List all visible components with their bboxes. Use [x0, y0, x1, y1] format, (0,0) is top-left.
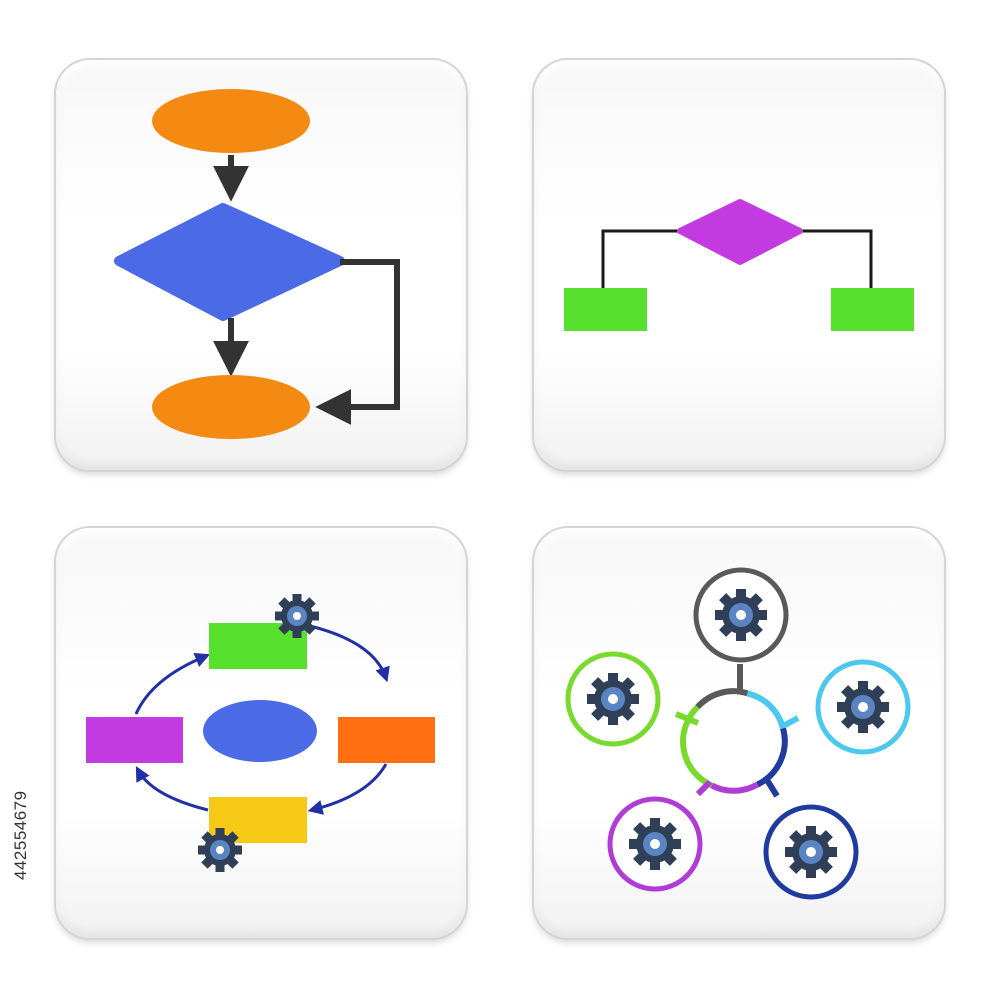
gear-icon [837, 681, 889, 733]
cycle-arrow-top-left [134, 653, 211, 715]
right-process-box [338, 717, 435, 763]
decision-tree-icon [564, 199, 914, 331]
end-terminal [152, 375, 310, 439]
gear-icon [275, 594, 319, 638]
gear-icon [198, 828, 242, 872]
hub-segment-purple [710, 781, 759, 794]
hub-segment-navy [756, 727, 788, 788]
process-cycle-icon-tile [56, 528, 466, 938]
start-terminal [152, 89, 310, 153]
gear-icon [715, 589, 767, 641]
right-result-box [831, 288, 914, 331]
gear-icon [587, 673, 639, 725]
hub-segment-gray [695, 688, 749, 710]
flowchart-icon [114, 89, 400, 439]
connector-left [674, 711, 700, 726]
flowchart-icon-tile [56, 60, 466, 470]
gear-icon [629, 818, 681, 870]
center-ellipse [203, 700, 317, 762]
stock-image-id: 442554679 [11, 790, 30, 880]
gear-hub-icon-tile [534, 528, 944, 938]
decision-diamond [114, 203, 345, 321]
left-result-box [564, 288, 647, 331]
hub-segment-cyan [746, 690, 786, 730]
connector-right [783, 715, 800, 728]
right-branch-line [799, 229, 873, 288]
connector-lower-right [764, 778, 780, 798]
gear-icon [785, 826, 837, 878]
connector-lower-left [695, 779, 713, 797]
left-branch-line [601, 229, 679, 288]
cycle-arrow-bottom-right [307, 763, 388, 815]
gear-hub-icon [565, 567, 911, 900]
hub-segment-green [680, 704, 713, 789]
loop-arrow [315, 259, 400, 425]
decision-diamond [677, 199, 803, 265]
left-process-box [86, 717, 183, 763]
cycle-arrow-bottom-left [135, 766, 209, 812]
process-cycle-icon [86, 594, 435, 872]
cycle-arrow-top-right [309, 624, 390, 683]
decision-tree-icon-tile [534, 60, 944, 470]
